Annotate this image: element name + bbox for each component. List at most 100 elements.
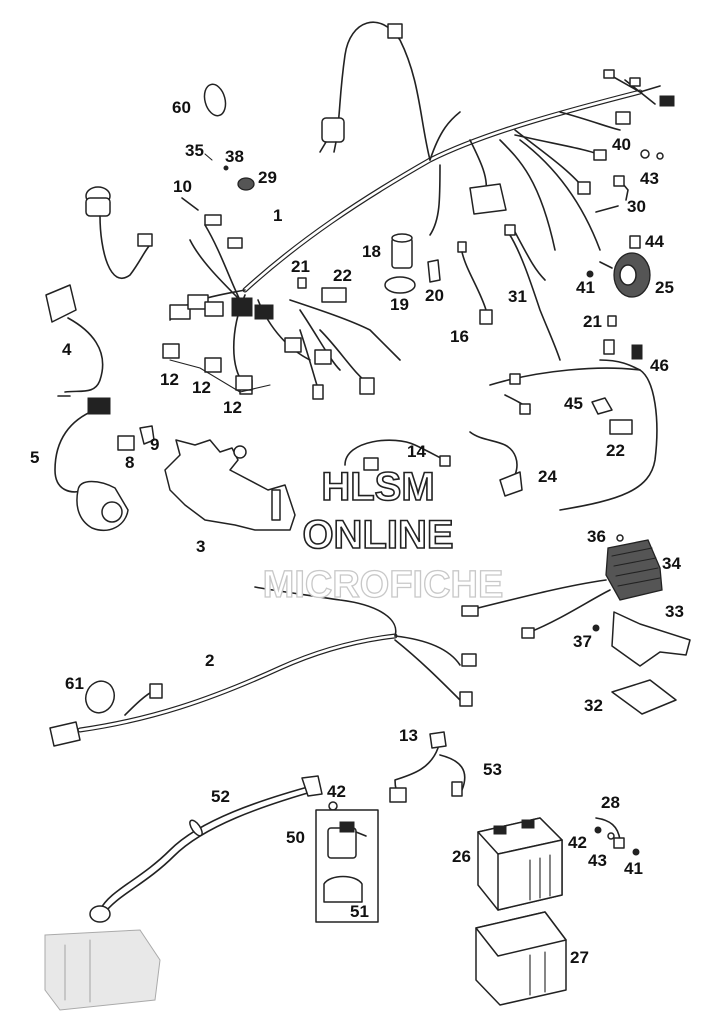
callout-28: 28 — [601, 793, 620, 812]
callout-42-a: 42 — [327, 782, 346, 801]
part-36-washer[interactable] — [616, 534, 624, 542]
part-41-bolt[interactable] — [586, 270, 594, 278]
part-43-washer[interactable] — [656, 152, 664, 160]
part-27-battery-case[interactable] — [475, 911, 567, 1006]
part-42-nut-b[interactable] — [594, 826, 602, 834]
callout-43-b: 43 — [588, 851, 607, 870]
callout-25: 25 — [655, 278, 674, 297]
callout-20: 20 — [425, 286, 444, 305]
part-21-fuse[interactable] — [297, 277, 307, 289]
part-46-harness[interactable] — [489, 339, 658, 511]
callout-22-a: 22 — [333, 266, 352, 285]
callout-21-b: 21 — [583, 312, 602, 331]
part-9-clip[interactable] — [139, 425, 155, 445]
callout-33: 33 — [665, 602, 684, 621]
part-53-lead[interactable] — [389, 747, 466, 803]
part-20-bracket[interactable] — [427, 259, 441, 283]
callout-35: 35 — [185, 141, 204, 160]
callout-29: 29 — [258, 168, 277, 187]
callout-12-c: 12 — [223, 398, 242, 417]
callout-24: 24 — [538, 467, 557, 486]
callout-12-a: 12 — [160, 370, 179, 389]
watermark-line-3: MICROFICHE — [263, 564, 504, 606]
callout-26: 26 — [452, 847, 471, 866]
part-41-bolt-b[interactable] — [632, 848, 640, 856]
part-50-relay[interactable] — [327, 821, 367, 859]
callout-46: 46 — [650, 356, 669, 375]
part-22-connector-b[interactable] — [609, 419, 633, 435]
callout-3: 3 — [196, 537, 205, 556]
part-44-fuse[interactable] — [629, 235, 641, 249]
callout-36: 36 — [587, 527, 606, 546]
part-13-connector[interactable] — [429, 731, 447, 749]
callout-61: 61 — [65, 674, 84, 693]
callout-10: 10 — [173, 177, 192, 196]
callout-14: 14 — [407, 442, 426, 461]
main-wiring-harness[interactable]: 1 — [169, 21, 675, 400]
callout-13: 13 — [399, 726, 418, 745]
part-5-handlebar-switch[interactable]: 5 — [30, 397, 129, 531]
callout-1: 1 — [273, 206, 282, 225]
part-12-connectors[interactable]: 12 12 12 — [160, 343, 271, 417]
part-42-nut[interactable] — [328, 801, 338, 811]
part-43-washer-b[interactable] — [607, 832, 615, 840]
callout-16: 16 — [450, 327, 469, 346]
callout-12-b: 12 — [192, 378, 211, 397]
part-51-holder[interactable] — [323, 875, 363, 903]
part-40-nut[interactable] — [640, 149, 650, 159]
part-3-bracket[interactable]: 3 — [164, 439, 296, 556]
watermark-line-2: ONLINE — [302, 513, 453, 557]
part-31-wire[interactable] — [504, 224, 561, 361]
callout-45: 45 — [564, 394, 583, 413]
callout-34: 34 — [662, 554, 681, 573]
callout-60: 60 — [172, 98, 191, 117]
part-22-connector[interactable] — [321, 287, 347, 303]
callout-41-b: 41 — [624, 859, 643, 878]
callout-40: 40 — [612, 135, 631, 154]
part-14-sensor-lead[interactable] — [344, 439, 451, 471]
part-26-battery[interactable] — [477, 817, 563, 911]
callout-43-a: 43 — [640, 169, 659, 188]
part-2-sub-harness[interactable] — [49, 586, 477, 747]
callout-30: 30 — [627, 197, 646, 216]
part-60-clamp[interactable] — [201, 82, 229, 118]
callout-53: 53 — [483, 760, 502, 779]
callout-42-b: 42 — [568, 833, 587, 852]
part-28-lead[interactable] — [595, 817, 621, 841]
part-18-condenser[interactable] — [391, 233, 413, 269]
sensor-with-lead[interactable] — [85, 186, 153, 279]
watermark: HLSM ONLINE MICROFICHE — [262, 464, 504, 606]
callout-4: 4 — [62, 340, 72, 359]
callout-52: 52 — [211, 787, 230, 806]
part-45-clip[interactable] — [591, 397, 613, 415]
part-10-fuse[interactable] — [181, 197, 199, 211]
part-34-regulator[interactable] — [461, 539, 663, 639]
callout-32: 32 — [584, 696, 603, 715]
callout-44: 44 — [645, 232, 664, 251]
callout-50: 50 — [286, 828, 305, 847]
part-29-grommet[interactable] — [237, 177, 255, 191]
part-16-switch[interactable] — [457, 241, 493, 325]
callout-51: 51 — [350, 902, 369, 921]
part-32-cover[interactable] — [611, 679, 677, 715]
part-52-starter-cable[interactable] — [89, 775, 323, 923]
part-25-horn[interactable] — [599, 252, 651, 298]
starter-motor — [44, 929, 161, 1011]
part-21-fuse-b[interactable] — [607, 315, 617, 327]
part-19-ring[interactable] — [384, 276, 416, 294]
part-38-washer[interactable] — [223, 165, 229, 171]
part-37-bolt[interactable] — [592, 624, 600, 632]
part-24-sensor[interactable] — [469, 431, 523, 497]
callout-9: 9 — [150, 435, 159, 454]
part-8-relay[interactable] — [117, 435, 135, 451]
part-61-clamp[interactable] — [81, 677, 118, 717]
callout-2: 2 — [205, 651, 214, 670]
watermark-line-1: HLSM — [321, 465, 434, 509]
callout-22-b: 22 — [606, 441, 625, 460]
callout-38: 38 — [225, 147, 244, 166]
part-33-bracket[interactable] — [611, 611, 691, 667]
part-35-pin[interactable] — [204, 153, 213, 161]
part-4-switch[interactable]: 4 — [45, 284, 104, 397]
callout-18: 18 — [362, 242, 381, 261]
